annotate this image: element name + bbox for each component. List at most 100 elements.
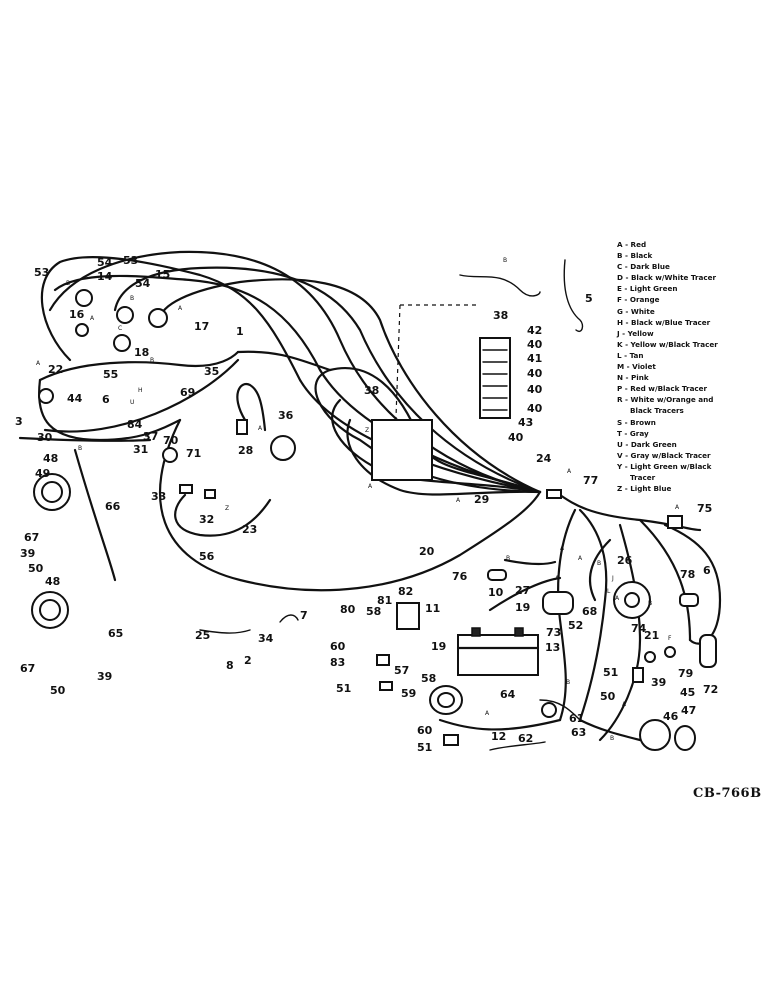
callout: 25: [195, 629, 210, 642]
callout: 2: [244, 654, 252, 667]
wire-letter: A: [36, 360, 41, 367]
wire-letter: A: [578, 555, 583, 562]
wire-letter: B: [130, 295, 134, 302]
legend-entry: N - Pink: [617, 373, 649, 383]
callout: 33: [151, 490, 166, 503]
callout: 40: [527, 402, 543, 415]
horn: [699, 634, 717, 668]
callout: 57: [394, 664, 409, 677]
wire-letter: A: [368, 483, 373, 490]
callout: 75: [697, 502, 712, 515]
callout: 29: [474, 493, 489, 506]
callout: 7: [300, 609, 308, 622]
wire-letter: Z: [365, 427, 369, 434]
callout: 16: [69, 308, 85, 321]
wire-letter: J: [611, 575, 614, 582]
callout: 50: [50, 684, 66, 697]
callout: 62: [518, 732, 533, 745]
callout: 28: [238, 444, 253, 457]
legend-entry: P - Red w/Black Tracer: [617, 384, 708, 394]
callout: 54: [135, 277, 151, 290]
callout: 43: [518, 416, 533, 429]
wire-letter: A: [622, 701, 627, 708]
callout: 54: [97, 256, 113, 269]
callout: 42: [527, 324, 542, 337]
callout: 66: [105, 500, 121, 513]
callout: 78: [680, 568, 695, 581]
callout: 1: [236, 325, 244, 338]
wire-letter: A: [258, 425, 263, 432]
callout: 50: [28, 562, 44, 575]
callout: 24: [536, 452, 552, 465]
callout: 50: [600, 690, 616, 703]
wire-letter: U: [130, 399, 134, 406]
callout: 41: [527, 352, 542, 365]
callout: 51: [417, 741, 432, 754]
legend-entry: E - Light Green: [617, 284, 678, 294]
callout: 40: [527, 338, 543, 351]
callout: 3: [15, 415, 23, 428]
wire-letter: A: [567, 468, 572, 475]
callout: 36: [278, 409, 294, 422]
callout: 58: [366, 605, 381, 618]
wire-letter: B: [150, 357, 154, 364]
callout: 30: [37, 431, 53, 444]
wire-letter: L: [607, 588, 611, 595]
callout: 59: [401, 687, 416, 700]
callout: 20: [419, 545, 435, 558]
callout: 53: [34, 266, 49, 279]
callout: 72: [703, 683, 718, 696]
callout: 65: [108, 627, 123, 640]
callout: 44: [67, 392, 83, 405]
battery: [457, 634, 539, 676]
legend-entry: B - Black: [617, 251, 653, 261]
callout: 35: [204, 365, 219, 378]
callout: 80: [340, 603, 356, 616]
callout: 70: [163, 434, 179, 447]
callout: 61: [569, 712, 584, 725]
legend-entry: V - Gray w/Black Tracer: [617, 450, 711, 460]
callout: 77: [583, 474, 598, 487]
callout: 38: [493, 309, 508, 322]
callout: 23: [242, 523, 257, 536]
callout: 27: [515, 584, 530, 597]
legend-entry: A - Red: [617, 240, 647, 249]
wire-letter: A: [456, 497, 461, 504]
legend-entry: G - White: [617, 306, 655, 316]
callout: 58: [421, 672, 436, 685]
callout: 60: [417, 724, 433, 737]
callout: 11: [425, 602, 440, 615]
callout: 68: [582, 605, 597, 618]
callout: 17: [194, 320, 209, 333]
callout: 74: [631, 622, 647, 635]
wire-letter: Z: [225, 505, 229, 512]
callout: 40: [527, 367, 543, 380]
wire-letter: F: [668, 635, 672, 642]
callout: 83: [330, 656, 345, 669]
callout: 47: [681, 704, 696, 717]
callout: 73: [546, 626, 561, 639]
legend-entry: Black Tracers: [630, 406, 684, 416]
callout: 52: [568, 619, 583, 632]
components: [31, 289, 717, 751]
callout: 63: [571, 726, 586, 739]
gauge-left: [75, 289, 93, 307]
callout: 10: [488, 586, 504, 599]
callout: 45: [680, 686, 695, 699]
legend-entry: H - Black w/Blue Tracer: [617, 317, 711, 327]
callout: 82: [398, 585, 413, 598]
wire-letter: A: [615, 595, 620, 602]
fuse-block: [479, 337, 511, 419]
junction-block: [371, 419, 433, 481]
callout: 39: [20, 547, 35, 560]
callout-labels: 53 54 14 53 54 15 16 17 18 1 22 55 44 6 …: [15, 254, 718, 754]
legend-entry: K - Yellow w/Black Tracer: [617, 339, 718, 349]
callout: 67: [24, 531, 39, 544]
legend-entry: T - Gray: [617, 428, 649, 438]
callout: 55: [103, 368, 118, 381]
wire-letter: B: [566, 679, 570, 686]
callout: 79: [678, 667, 693, 680]
callout: 34: [258, 632, 274, 645]
wire-letter: A: [555, 575, 560, 582]
